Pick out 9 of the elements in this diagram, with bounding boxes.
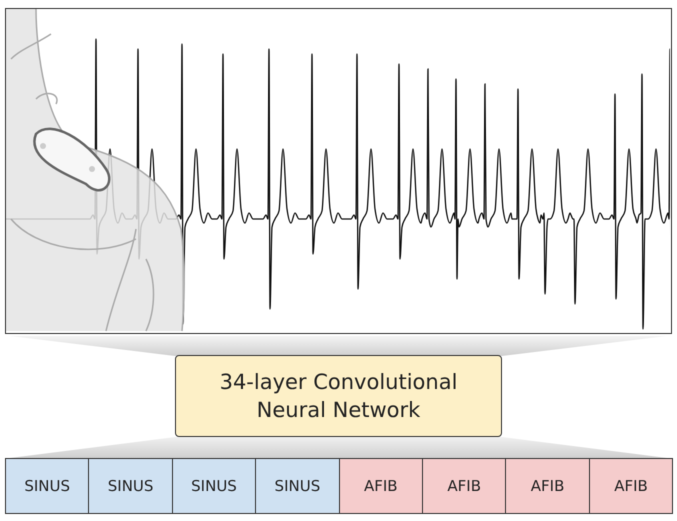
rhythm-label-cell: SINUS bbox=[5, 458, 90, 514]
rhythm-label-cell: AFIB bbox=[588, 458, 674, 514]
rhythm-label-cell: AFIB bbox=[422, 458, 506, 514]
rhythm-label-cell: SINUS bbox=[255, 458, 340, 514]
rhythm-label-cell: SINUS bbox=[172, 458, 256, 514]
network-box: 34-layer Convolutional Neural Network bbox=[175, 355, 502, 437]
rhythm-label-cell: SINUS bbox=[88, 458, 173, 514]
rhythm-label-cell: AFIB bbox=[338, 458, 423, 514]
rhythm-label-cell: AFIB bbox=[505, 458, 590, 514]
